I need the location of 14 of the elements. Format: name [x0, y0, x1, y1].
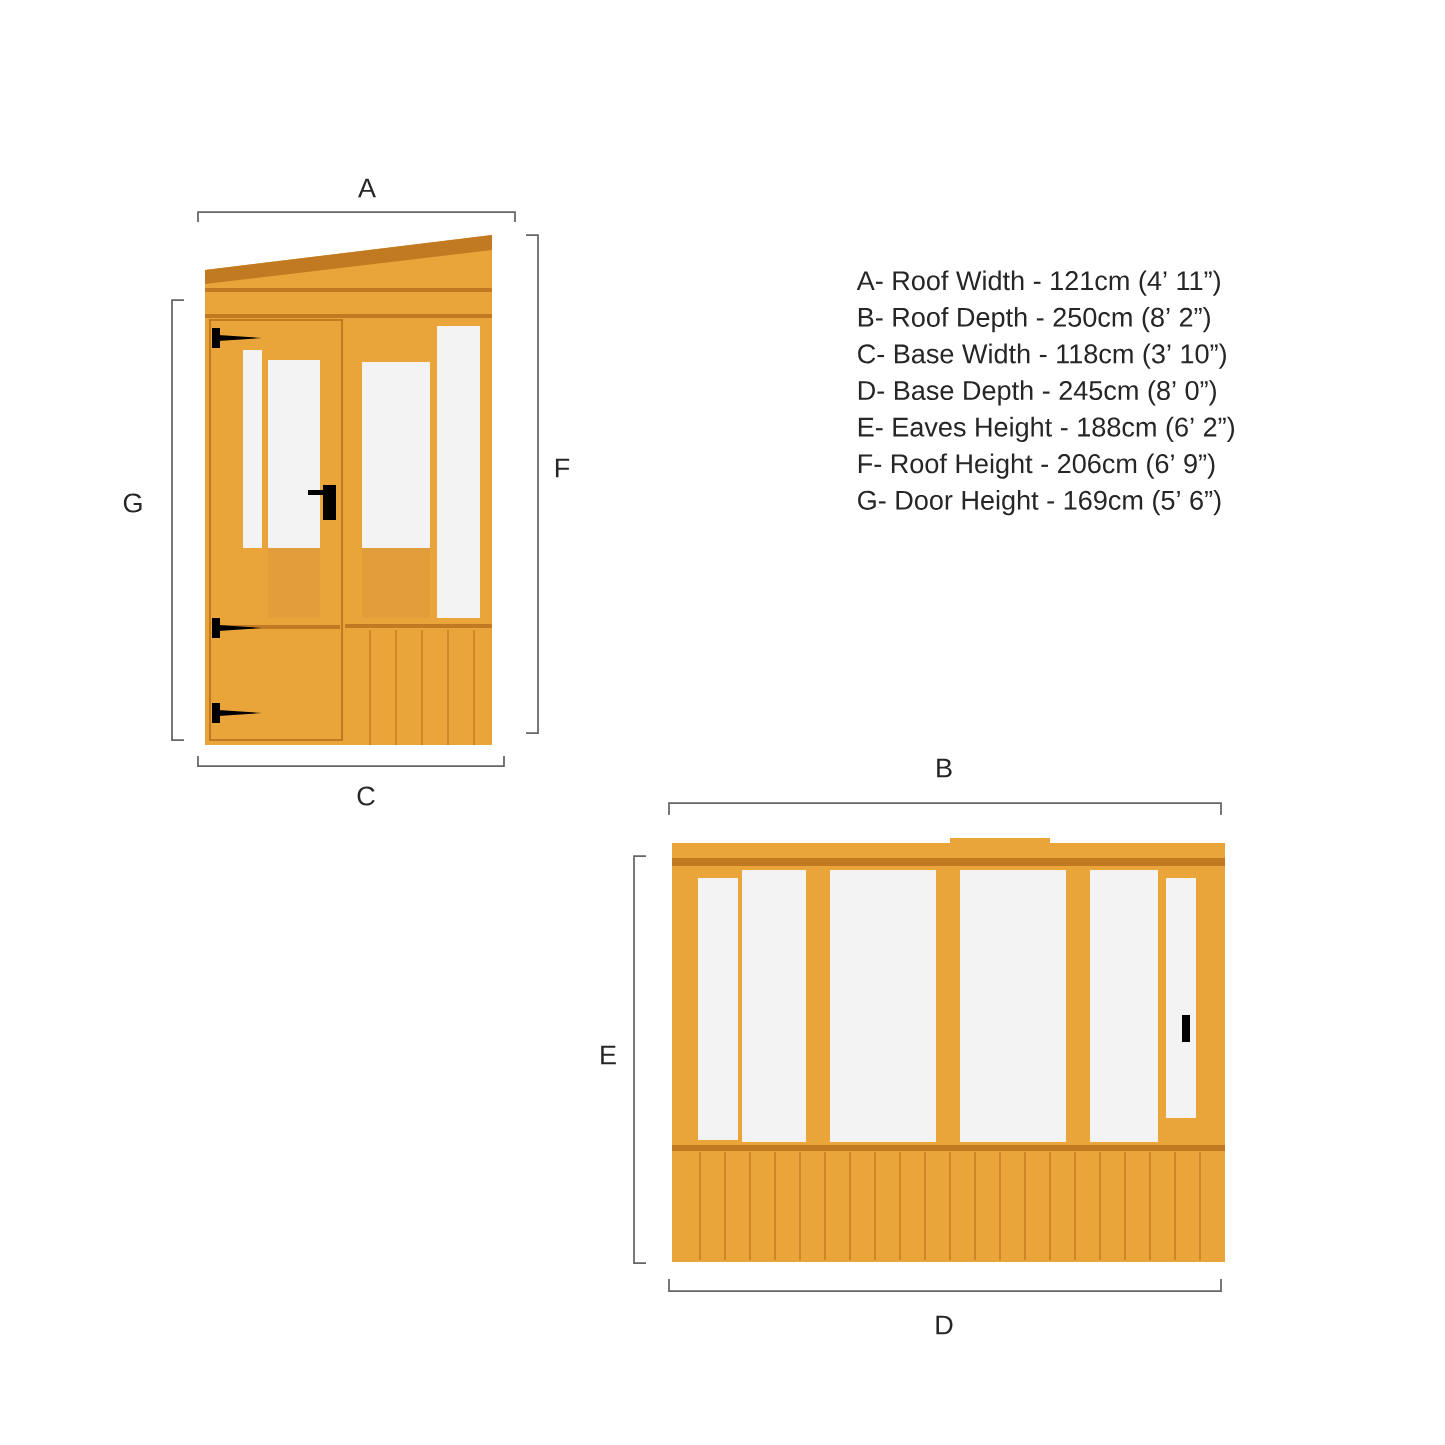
dimension-spec: A- Roof Width - 121cm (4’ 11”) [856, 270, 1220, 296]
dimension-letter: C [357, 786, 375, 806]
dimension-spec: D- Base Depth - 245cm (8’ 0”) [858, 380, 1216, 406]
dimension-letter: E [601, 1045, 616, 1065]
dimension-letter: D [936, 1315, 953, 1335]
dimension-spec: E- Eaves Height - 188cm (6’ 2”) [858, 416, 1234, 443]
dimension-spec: F- Roof Height - 206cm (6’ 9”) [858, 453, 1215, 479]
dimension-letter: B [937, 758, 952, 778]
dimension-letter: A [358, 178, 376, 198]
dimension-spec: G- Door Height - 169cm (5’ 6”) [858, 490, 1221, 516]
dimension-letter: F [555, 458, 570, 478]
dimension-spec: C- Base Width - 118cm (3’ 10”) [858, 343, 1226, 369]
dimension-letter: G [123, 493, 142, 513]
dimension-spec: B- Roof Depth - 250cm (8’ 2”) [858, 307, 1210, 333]
